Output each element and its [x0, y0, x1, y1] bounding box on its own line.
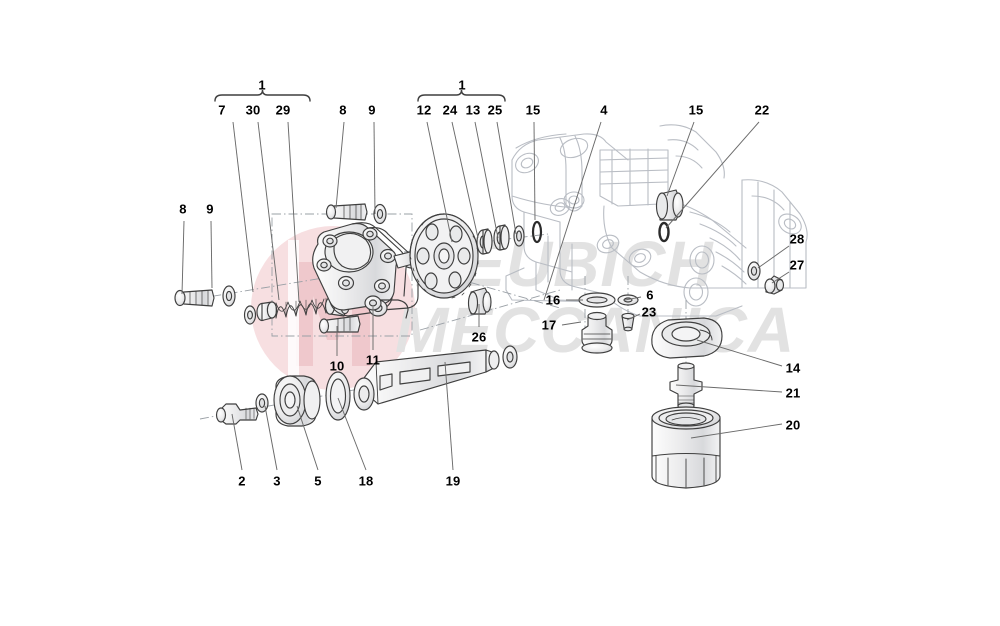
part-screw-27	[764, 275, 785, 295]
leader-line-4	[543, 121, 602, 301]
callout-label-25: 25	[487, 102, 503, 118]
group-bracket-right	[417, 89, 506, 102]
callout-label-18: 18	[358, 473, 374, 489]
callout-label-12: 12	[416, 102, 432, 118]
part-seal-18	[325, 371, 351, 421]
callout-label-2: 2	[238, 473, 246, 489]
part-drive-gear-12	[409, 213, 479, 299]
callout-label-15: 15	[688, 102, 704, 118]
leader-line-14	[696, 339, 783, 367]
part-washer-6	[617, 294, 639, 306]
part-oil-filter-20	[651, 406, 721, 489]
part-washer-9-upper	[373, 203, 387, 225]
callout-label-10: 10	[329, 358, 345, 374]
leader-line-8	[181, 220, 185, 295]
part-relief-valve-17	[581, 311, 613, 354]
part-bolt-8-upper	[325, 203, 368, 221]
callout-label-9: 9	[368, 102, 376, 118]
callout-label-19: 19	[445, 473, 461, 489]
leader-line-8	[335, 121, 345, 209]
part-bolt-10	[318, 315, 361, 334]
leader-line-29	[287, 121, 300, 303]
callout-label-3: 3	[273, 473, 281, 489]
callout-label-13: 13	[465, 102, 481, 118]
callout-label-29: 29	[275, 102, 291, 118]
callout-label-4: 4	[600, 102, 608, 118]
callout-label-7: 7	[218, 102, 226, 118]
callout-label-21: 21	[785, 385, 801, 401]
callout-label-14: 14	[785, 360, 801, 376]
part-washer-11	[364, 295, 382, 311]
leader-line-22	[665, 121, 760, 229]
leader-line-6	[624, 296, 642, 301]
leader-line-12	[426, 121, 453, 243]
callout-label-5: 5	[314, 473, 322, 489]
part-washer-3	[255, 393, 269, 413]
leader-line-15	[666, 121, 695, 197]
leader-line-5	[296, 405, 319, 471]
callout-label-22: 22	[754, 102, 770, 118]
group-bracket-right-label: 1	[458, 77, 466, 93]
callout-leader-lines	[181, 121, 790, 471]
leader-line-30	[257, 121, 280, 301]
part-bushing-26	[467, 287, 492, 315]
callout-label-11: 11	[365, 352, 381, 368]
part-rotor-shaft-19	[353, 345, 518, 411]
part-oring-16	[578, 292, 616, 308]
leader-line-9	[210, 220, 213, 289]
leader-line-21	[675, 384, 783, 393]
leader-line-3	[264, 405, 278, 471]
part-plug-2	[215, 403, 259, 425]
callout-label-20: 20	[785, 417, 801, 433]
callout-label-28: 28	[789, 231, 805, 247]
leader-line-7	[232, 121, 254, 293]
leader-line-9	[373, 121, 376, 215]
part-oil-pump-body	[312, 222, 421, 319]
callout-label-23: 23	[641, 304, 657, 320]
callout-label-8: 8	[339, 102, 347, 118]
part-hub-5	[273, 375, 321, 427]
callout-label-24: 24	[442, 102, 458, 118]
part-washer-13	[493, 224, 510, 251]
part-oring-22	[658, 221, 670, 243]
leader-line-17	[561, 321, 582, 326]
parts-group	[174, 156, 785, 489]
leader-line-20	[690, 423, 783, 439]
leader-line-2	[231, 413, 243, 471]
callout-label-26: 26	[471, 329, 487, 345]
leader-line-13	[474, 121, 499, 239]
leader-line-25	[496, 121, 517, 235]
callout-label-30: 30	[245, 102, 261, 118]
leader-line-24	[451, 121, 479, 239]
part-bolt-8-left	[174, 289, 215, 307]
leader-line-19	[444, 361, 454, 471]
callout-label-9: 9	[206, 201, 214, 217]
part-washer-28	[747, 261, 761, 281]
leader-line-28	[757, 245, 790, 269]
group-bracket-left	[214, 89, 311, 102]
leader-line-18	[337, 397, 367, 471]
leader-line-27	[771, 271, 790, 284]
leader-line-15	[533, 121, 536, 221]
part-filter-flange-14	[651, 317, 723, 359]
part-washer-25	[513, 225, 525, 247]
callout-label-6: 6	[646, 287, 654, 303]
part-bushing-15-left-block	[519, 156, 538, 186]
group-bracket-left-label: 1	[258, 77, 266, 93]
group-brackets	[214, 89, 506, 102]
part-oring-15-upper	[531, 220, 543, 244]
part-spring-29	[275, 297, 327, 319]
part-bushing-15-right	[655, 189, 684, 221]
callout-label-27: 27	[789, 257, 805, 273]
callout-label-16: 16	[545, 292, 561, 308]
leader-line-23	[626, 313, 641, 321]
callout-label-15: 15	[525, 102, 541, 118]
part-spacer-24	[476, 228, 493, 255]
callout-label-8: 8	[179, 201, 187, 217]
part-washer-9-left	[222, 285, 236, 307]
callout-label-17: 17	[541, 317, 557, 333]
part-screw-23	[621, 312, 635, 332]
